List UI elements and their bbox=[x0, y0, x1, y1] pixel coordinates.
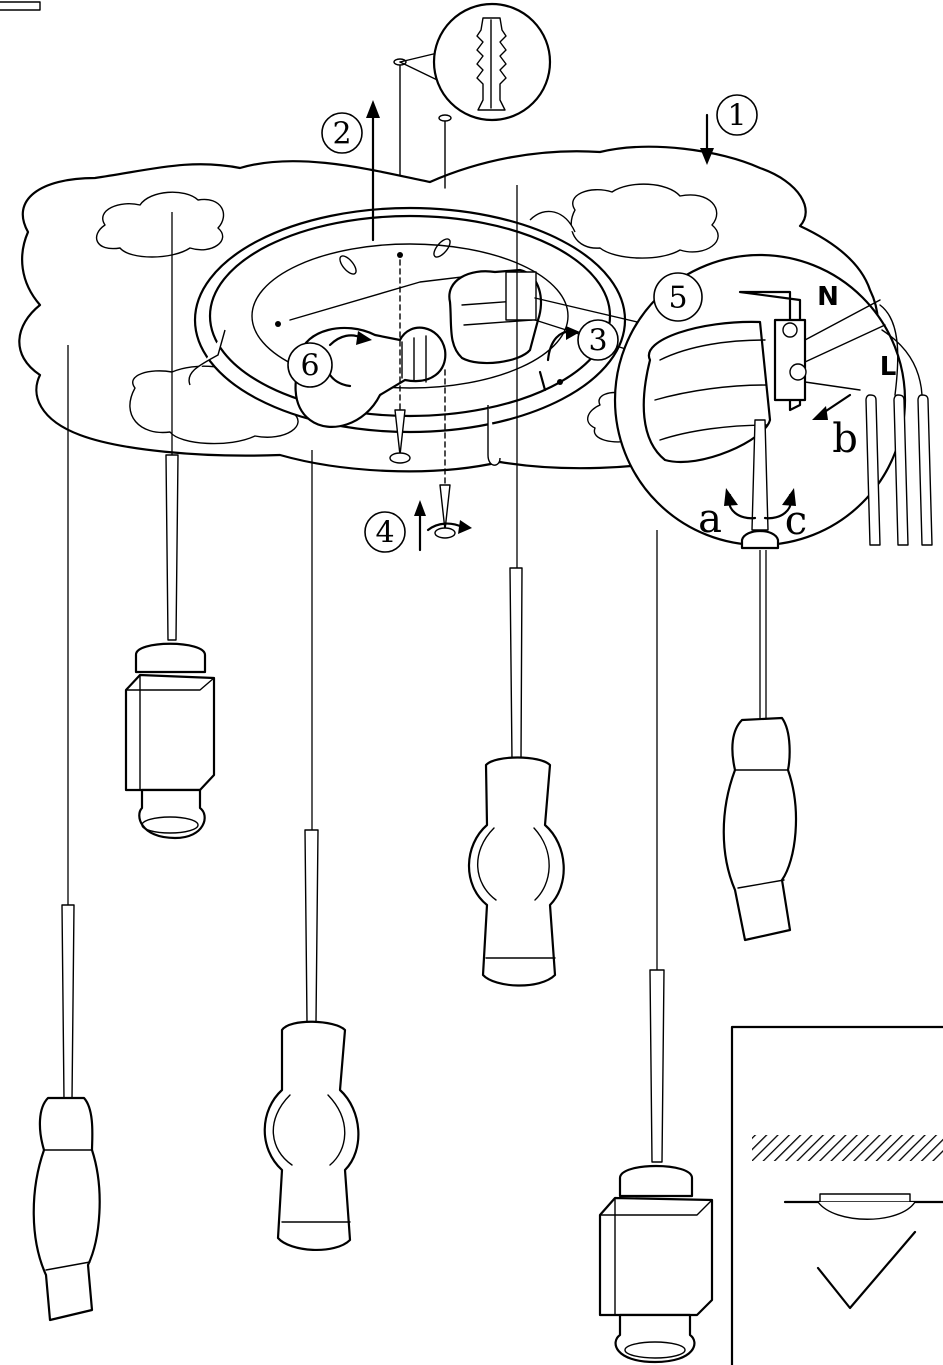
hanging-clip-top bbox=[529, 210, 576, 233]
pendant-cube-upper-left bbox=[124, 454, 216, 840]
hanging-clip-left bbox=[188, 329, 226, 386]
step-1-marker: 1 bbox=[716, 94, 758, 136]
pendant-twist-right bbox=[722, 716, 798, 942]
step-5-label: 5 bbox=[668, 281, 687, 316]
light-bulb bbox=[294, 326, 447, 428]
step-2-marker: 2 bbox=[321, 112, 363, 154]
pendant-cords bbox=[67, 185, 767, 970]
neutral-wire-label: N bbox=[817, 282, 839, 312]
wall-plug-icon bbox=[399, 2, 552, 122]
ceiling-hatch-icon bbox=[752, 1135, 943, 1161]
step-arrows bbox=[328, 100, 714, 552]
step-6-label: 6 bbox=[300, 349, 319, 384]
fixing-screws bbox=[389, 58, 456, 539]
step-1-label: 1 bbox=[727, 99, 746, 134]
step-3-label: 3 bbox=[588, 324, 607, 359]
pendant-cube-lower-right bbox=[598, 969, 714, 1364]
corner-frame bbox=[0, 1, 41, 11]
step-4-label: 4 bbox=[375, 516, 394, 551]
step-2-label: 2 bbox=[332, 117, 351, 152]
step-5-marker: 5 bbox=[653, 272, 703, 322]
step-4-marker: 4 bbox=[364, 511, 406, 553]
inner-cloud-right bbox=[570, 183, 719, 259]
wiring-detail-callout bbox=[534, 253, 933, 550]
rotation-label-c: c bbox=[785, 498, 807, 544]
inner-cloud-left bbox=[95, 191, 225, 258]
wire-strip-label-b: b bbox=[832, 416, 858, 462]
correct-mounting-inset bbox=[730, 1025, 943, 1365]
step-6-marker: 6 bbox=[287, 342, 333, 388]
rotation-label-a: a bbox=[698, 496, 722, 542]
step-3-marker: 3 bbox=[577, 319, 619, 361]
checkmark-icon bbox=[816, 1230, 917, 1310]
lamp-socket bbox=[448, 268, 542, 365]
pendant-candy-lower-middle bbox=[263, 829, 360, 1251]
pendant-candy-centre bbox=[467, 567, 565, 987]
inner-cloud-right-low bbox=[587, 391, 633, 443]
live-wire-label: L bbox=[880, 352, 897, 382]
pendant-twist-lower-left bbox=[32, 904, 101, 1322]
hanging-clip-bottom bbox=[487, 405, 501, 466]
